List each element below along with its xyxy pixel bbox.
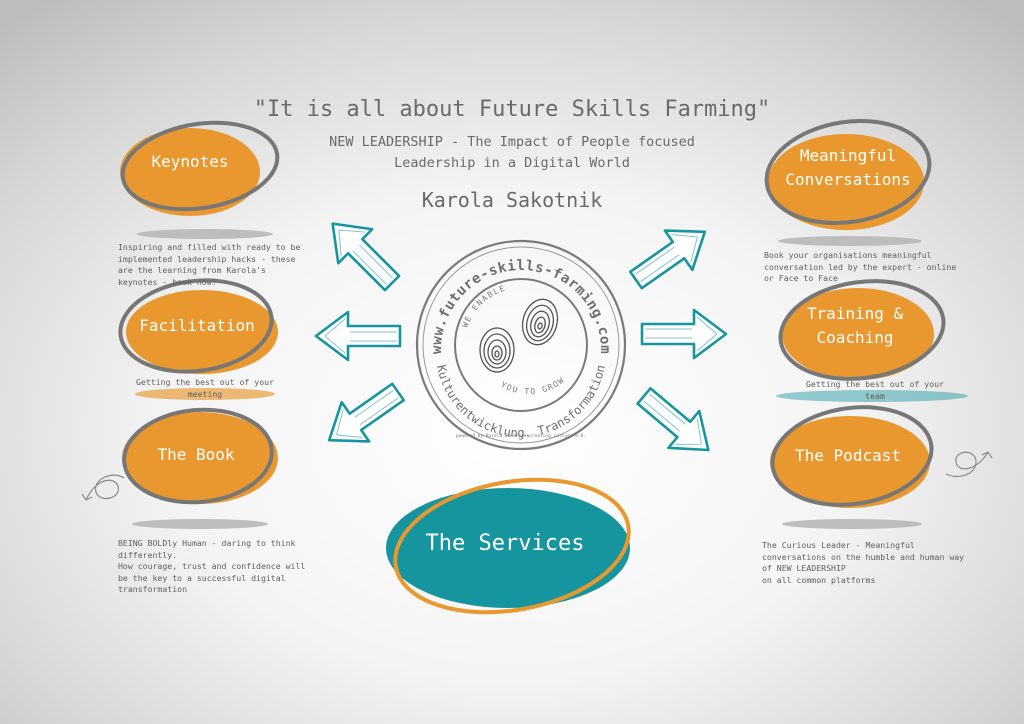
arrow-to-facilitation bbox=[314, 310, 402, 362]
conversations-description: Book your organisations meaningful conve… bbox=[764, 250, 957, 283]
author-name: Karola Sakotnik bbox=[421, 188, 603, 212]
book-label: The Book bbox=[157, 445, 235, 464]
fingerprint-left-icon bbox=[479, 327, 515, 373]
book-shadow bbox=[132, 519, 268, 529]
services-badge[interactable] bbox=[385, 462, 640, 629]
podcast-badge[interactable] bbox=[766, 397, 938, 514]
svg-text:www.future-skills-farming.com: www.future-skills-farming.com bbox=[429, 258, 613, 354]
keynotes-shadow bbox=[137, 229, 273, 239]
keynotes-description: Inspiring and filled with ready to be im… bbox=[118, 242, 301, 287]
page-title: "It is all about Future Skills Farming" bbox=[253, 97, 771, 122]
facilitation-label: Facilitation bbox=[139, 316, 255, 335]
podcast-label: The Podcast bbox=[795, 446, 901, 465]
training-label: Training & Coaching bbox=[806, 304, 904, 347]
conversations-shadow bbox=[778, 236, 922, 246]
arrow-to-keynotes bbox=[314, 205, 411, 302]
podcast-description: The Curious Leader - Meaningful conversa… bbox=[762, 540, 965, 585]
arrow-to-book bbox=[314, 371, 414, 462]
conversations-badge[interactable] bbox=[759, 110, 937, 234]
training-badge[interactable] bbox=[774, 271, 950, 389]
podcast-shadow bbox=[782, 519, 922, 529]
conversations-label: Meaningful Conversations bbox=[785, 146, 911, 189]
services-label: The Services bbox=[425, 531, 585, 556]
company-stamp-logo: www.future-skills-farming.com Kulturentw… bbox=[415, 239, 627, 451]
swirl-right-icon bbox=[945, 451, 993, 477]
page-subtitle: NEW LEADERSHIP - The Impact of People fo… bbox=[0, 132, 1024, 174]
subtitle-line-2: Leadership in a Digital World bbox=[394, 155, 630, 171]
arrow-to-podcast bbox=[627, 376, 726, 470]
keynotes-badge[interactable] bbox=[116, 112, 283, 219]
swirl-left-icon bbox=[81, 474, 125, 501]
arrow-to-training bbox=[640, 308, 728, 360]
keynotes-label: Keynotes bbox=[151, 152, 229, 171]
fingerprint-right-icon bbox=[521, 298, 559, 346]
training-description: Getting the best out of your team bbox=[805, 379, 945, 401]
stamp-footer: powered by Karola Sakotnik creating cult… bbox=[456, 433, 586, 439]
facilitation-shadow bbox=[135, 388, 275, 400]
book-badge[interactable] bbox=[120, 404, 278, 509]
training-shadow bbox=[776, 390, 968, 402]
svg-text:YOU TO GROW: YOU TO GROW bbox=[499, 375, 566, 396]
facilitation-badge[interactable] bbox=[115, 272, 278, 380]
book-description: BEING BOLDly Human - daring to think dif… bbox=[118, 538, 306, 594]
facilitation-description: Getting the best out of your meeting bbox=[135, 377, 275, 399]
subtitle-line-1: NEW LEADERSHIP - The Impact of People fo… bbox=[329, 134, 695, 150]
arrow-to-conversations bbox=[620, 210, 720, 301]
